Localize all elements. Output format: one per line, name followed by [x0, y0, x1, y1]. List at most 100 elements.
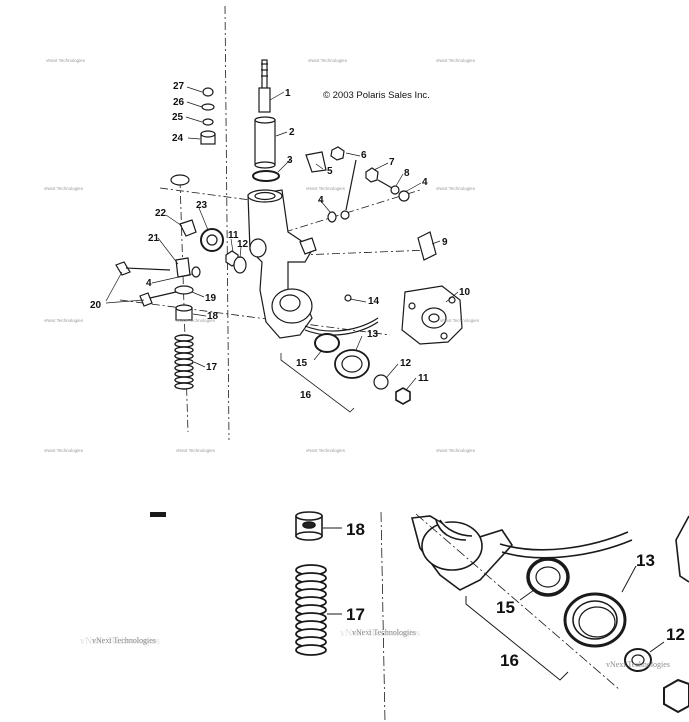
- center-lines: [119, 5, 431, 441]
- zoom-nut-11: [663, 678, 689, 714]
- callout-10: 10: [459, 287, 471, 298]
- callout-18: 18: [207, 311, 219, 322]
- zoom-hub-edge: [675, 515, 689, 583]
- callout-3: 3: [287, 155, 293, 166]
- sensor-14: [304, 294, 379, 336]
- zoom-knuckle: [410, 515, 514, 591]
- zoom-wire: [499, 531, 633, 559]
- bolts-20: [115, 261, 177, 307]
- zoom-bracket-16: [465, 596, 569, 681]
- callout-24: 24: [172, 133, 184, 144]
- callout-21: 21: [148, 233, 160, 244]
- callout-1: 1: [285, 88, 291, 99]
- zoom-callout-16: 16: [500, 651, 519, 670]
- callout-4a: 4: [318, 195, 324, 206]
- washer-4-left: [191, 266, 201, 278]
- callout-13: 13: [367, 329, 379, 340]
- callout-2: 2: [289, 127, 295, 138]
- zoom-callout-15: 15: [496, 598, 515, 617]
- callout-9: 9: [442, 237, 448, 248]
- zoom-leader-13: [621, 565, 637, 593]
- zoom-callout-17: 17: [346, 605, 365, 624]
- watermark-1: vNext Technologies: [46, 58, 85, 63]
- watermark-13: vNext Technologies: [436, 448, 475, 453]
- bolt-washers: [327, 167, 410, 223]
- strut-shaft: [258, 59, 271, 113]
- seal-ring: [252, 170, 280, 182]
- bearing-13: [334, 349, 370, 379]
- watermark-9: vNext Technologies: [440, 318, 479, 323]
- zoom-spring-17: [295, 564, 327, 656]
- watermark-5: vNext Technologies: [306, 186, 345, 191]
- stack-24-27: [200, 87, 216, 145]
- watermark-2: vNext Technologies: [308, 58, 347, 63]
- callout-7: 7: [389, 157, 395, 168]
- zoom-watermark-1: vNext Technologies: [92, 636, 156, 645]
- callout-15: 15: [296, 358, 308, 369]
- zoom-dash-lines: [415, 513, 621, 691]
- zoom-centerline: [380, 511, 386, 722]
- watermark-7: vNext Technologies: [44, 318, 83, 323]
- watermark-11: vNext Technologies: [176, 448, 215, 453]
- ghost-watermark-1: vNext Technologies: [80, 636, 160, 647]
- callout-26: 26: [173, 97, 185, 108]
- spindle-housing: [247, 189, 317, 339]
- watermark-3: vNext Technologies: [436, 58, 475, 63]
- bracket: [305, 151, 327, 173]
- leader-lines: [105, 86, 459, 391]
- callout-12a: 12: [237, 239, 249, 250]
- callout-27: 27: [173, 81, 185, 92]
- zoom-bushing-18: [295, 511, 323, 541]
- callout-22: 22: [155, 208, 167, 219]
- callout-11b: 11: [418, 373, 429, 384]
- watermark-10: vNext Technologies: [44, 448, 83, 453]
- bushing-18: [175, 304, 193, 321]
- callout-20: 20: [90, 300, 102, 311]
- watermark-4: vNext Technologies: [44, 186, 83, 191]
- watermark-12: vNext Technologies: [306, 448, 345, 453]
- zoom-watermark-2: vNext Technologies: [352, 628, 416, 637]
- zoom-callout-18: 18: [346, 520, 365, 539]
- callout-4c: 4: [146, 278, 152, 289]
- callout-4b: 4: [422, 177, 428, 188]
- zoom-leader-15: [519, 589, 535, 601]
- fitting-21: [175, 257, 191, 278]
- callout-19: 19: [205, 293, 217, 304]
- boot-23: [200, 228, 224, 252]
- callout-6: 6: [361, 150, 367, 161]
- hub-10: [401, 285, 463, 345]
- zoom-callout-13: 13: [636, 551, 655, 570]
- wedge-9: [417, 231, 437, 261]
- partial-callout-20: [150, 512, 166, 517]
- washer-19: [174, 285, 194, 295]
- zoom-watermark-3: vNext Technologies: [606, 660, 670, 669]
- bolt-6: [330, 146, 357, 211]
- ring-15: [314, 333, 340, 353]
- bracket-16: [280, 353, 355, 413]
- zoom-leader-12: [649, 641, 665, 653]
- strut-tube: [254, 116, 276, 169]
- callout-17: 17: [206, 362, 218, 373]
- ghost-watermark-2: vNext Technologies: [340, 628, 420, 639]
- washer-12-left: [233, 256, 247, 274]
- upper-bumper: [170, 174, 190, 186]
- zoom-callout-12: 12: [666, 625, 685, 644]
- watermark-6: vNext Technologies: [436, 186, 475, 191]
- watermark-8: vNext Technologies: [176, 318, 215, 323]
- copyright-notice: © 2003 Polaris Sales Inc.: [323, 90, 430, 101]
- washer-12: [373, 374, 389, 390]
- nut-11: [395, 387, 411, 405]
- callout-14: 14: [368, 296, 380, 307]
- callout-23: 23: [196, 200, 208, 211]
- callout-8: 8: [404, 168, 410, 179]
- fitting-22: [179, 219, 197, 237]
- spring-17: [174, 334, 194, 390]
- callout-25: 25: [172, 112, 184, 123]
- zoom-bearing-13: [563, 592, 627, 648]
- callout-11a: 11: [228, 230, 239, 241]
- zoom-ring-15: [526, 557, 570, 597]
- callout-16: 16: [300, 390, 312, 401]
- callout-12b: 12: [400, 358, 412, 369]
- callout-5: 5: [327, 166, 333, 177]
